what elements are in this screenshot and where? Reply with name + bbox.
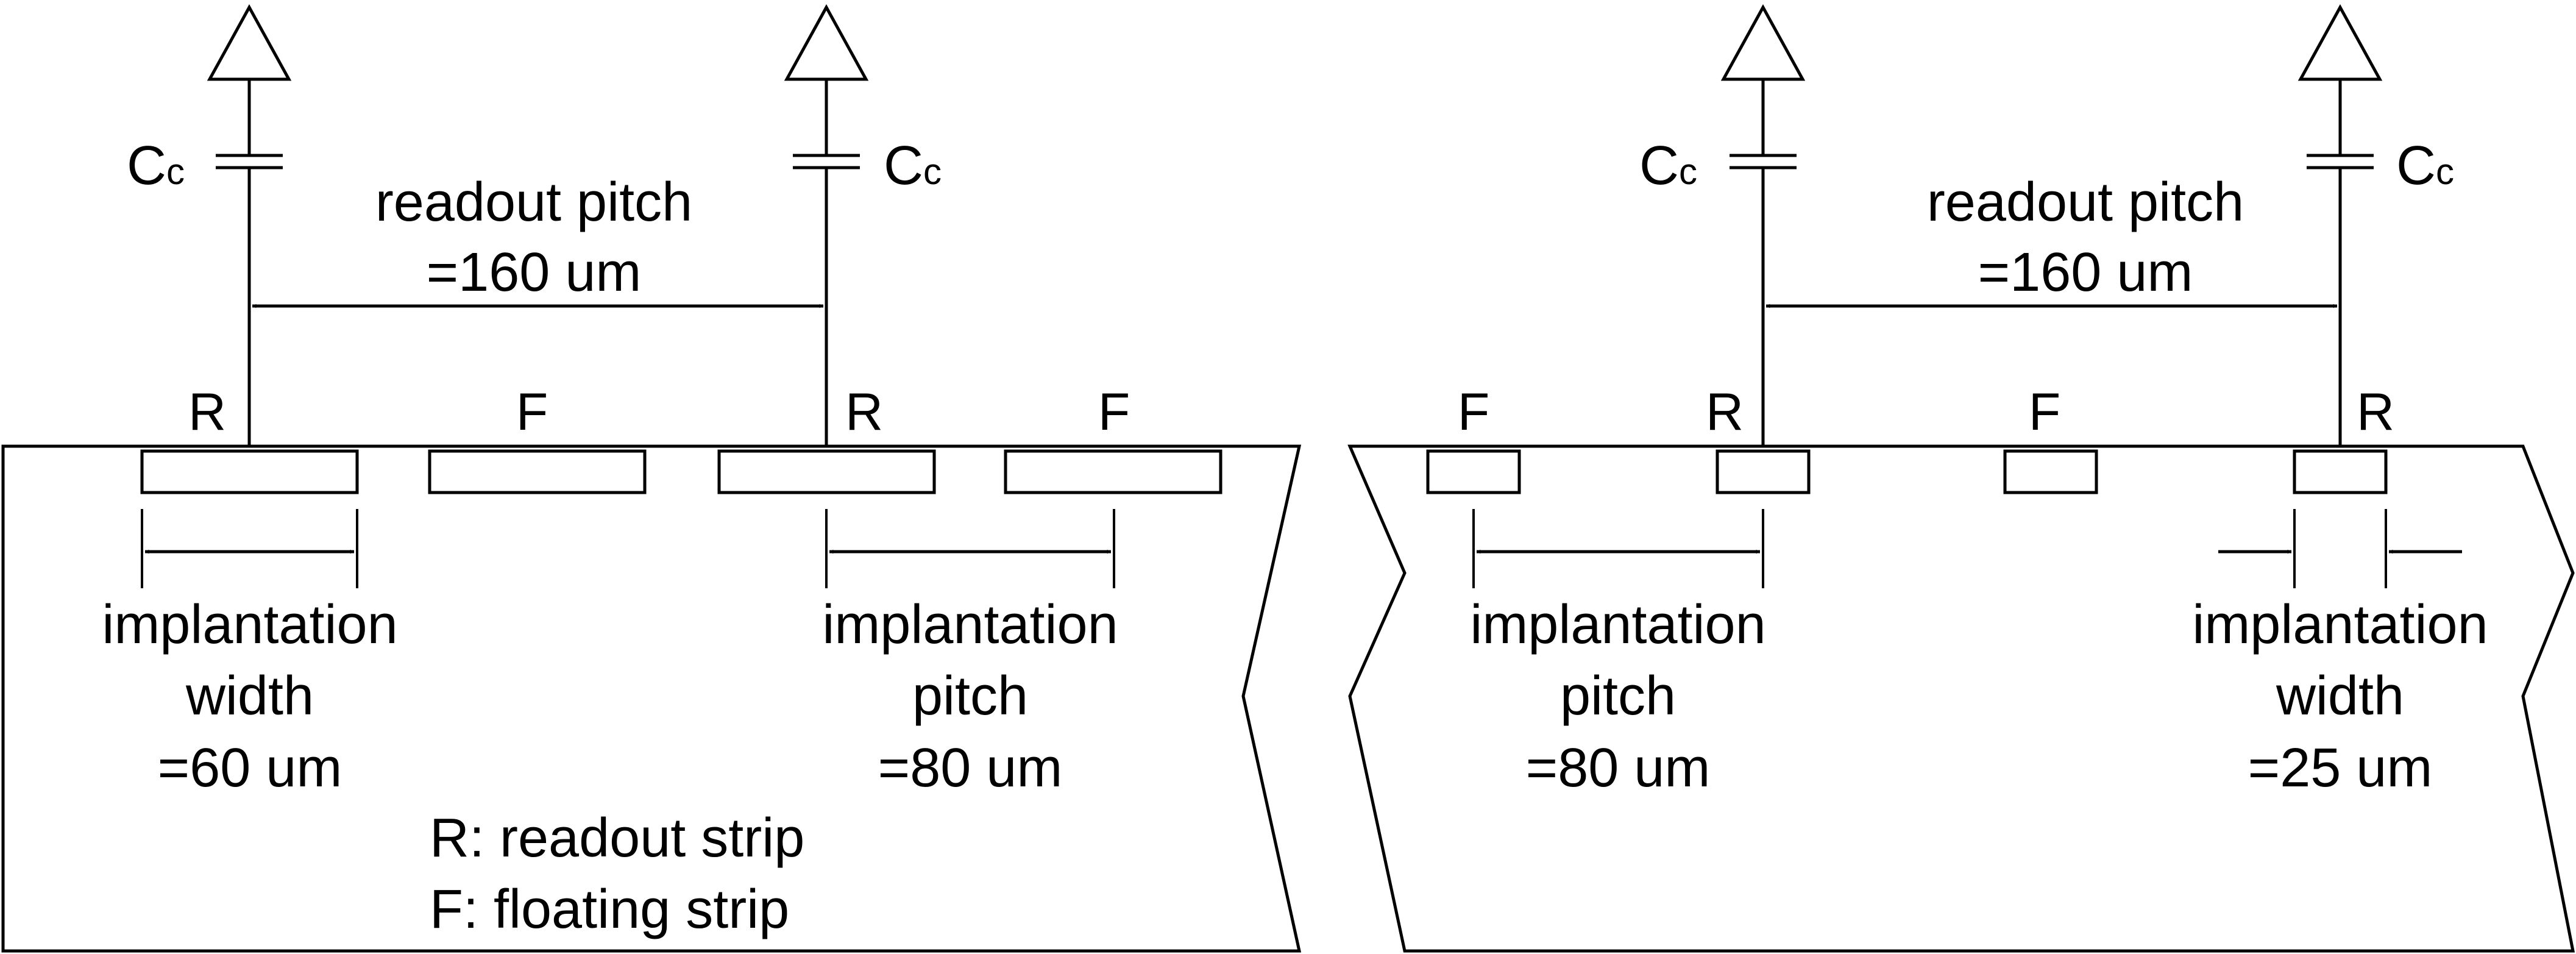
implantation-width-value-left: =60 um xyxy=(158,738,342,799)
floating-strip-1 xyxy=(428,449,647,494)
strip-label: F xyxy=(1458,383,1490,441)
readout-channel-right-1 xyxy=(1720,4,1806,446)
capacitor-label-right-2: Cc xyxy=(2396,135,2454,196)
strip-label: F xyxy=(2029,383,2061,441)
implantation-pitch-label-left: pitch xyxy=(912,666,1028,727)
right-panel: Cc Cc readout pitch =160 um F R F R impl… xyxy=(1347,4,2575,953)
readout-channel-right-2 xyxy=(2297,4,2383,446)
left-panel: Cc Cc readout pitch =160 um R F R F impl… xyxy=(1,4,1302,953)
readout-strip-3 xyxy=(1716,449,1811,494)
strip-label: R xyxy=(1706,383,1744,441)
implantation-pitch-value-left: =80 um xyxy=(878,738,1063,799)
implantation-pitch-label-right: implantation xyxy=(1470,594,1765,655)
implantation-pitch-value-right: =80 um xyxy=(1526,738,1711,799)
readout-channel-left-2 xyxy=(784,4,869,446)
capacitor-label-right-1: Cc xyxy=(1639,135,1697,196)
triangle-amplifier-icon xyxy=(2297,4,2383,81)
legend-floating-strip: F: floating strip xyxy=(430,879,789,940)
readout-pitch-label-right: readout pitch xyxy=(1927,172,2244,233)
readout-strip-2 xyxy=(717,449,936,494)
implantation-pitch-label-left: implantation xyxy=(822,594,1118,655)
implantation-pitch-label-right: pitch xyxy=(1560,666,1676,727)
floating-strip-3 xyxy=(1426,449,1521,494)
strip-label: R xyxy=(188,383,226,441)
strip-label: F xyxy=(516,383,548,441)
implantation-width-label-right: implantation xyxy=(2192,594,2488,655)
implantation-width-label-right: width xyxy=(2276,666,2404,727)
floating-strip-2 xyxy=(1004,449,1222,494)
capacitor-label-left-2: Cc xyxy=(884,135,942,196)
sensor-outline-left xyxy=(1,444,1302,953)
readout-pitch-value-right: =160 um xyxy=(1978,242,2193,303)
strip-label: R xyxy=(845,383,883,441)
readout-channel-left-1 xyxy=(207,4,292,446)
triangle-amplifier-icon xyxy=(1720,4,1806,81)
sensor-outline-right xyxy=(1347,444,2575,953)
readout-pitch-value-left: =160 um xyxy=(427,242,642,303)
implantation-width-value-right: =25 um xyxy=(2248,738,2433,799)
triangle-amplifier-icon xyxy=(207,4,292,81)
triangle-amplifier-icon xyxy=(784,4,869,81)
readout-strip-4 xyxy=(2293,449,2388,494)
floating-strip-4 xyxy=(2003,449,2098,494)
strip-label: F xyxy=(1098,383,1130,441)
capacitor-label-left-1: Cc xyxy=(127,135,185,196)
strip-label: R xyxy=(2357,383,2394,441)
implantation-width-label-left: implantation xyxy=(102,594,397,655)
readout-strip-1 xyxy=(140,449,359,494)
readout-pitch-label-left: readout pitch xyxy=(375,172,692,233)
implantation-width-label-left: width xyxy=(185,666,314,727)
legend-readout-strip: R: readout strip xyxy=(430,808,804,869)
